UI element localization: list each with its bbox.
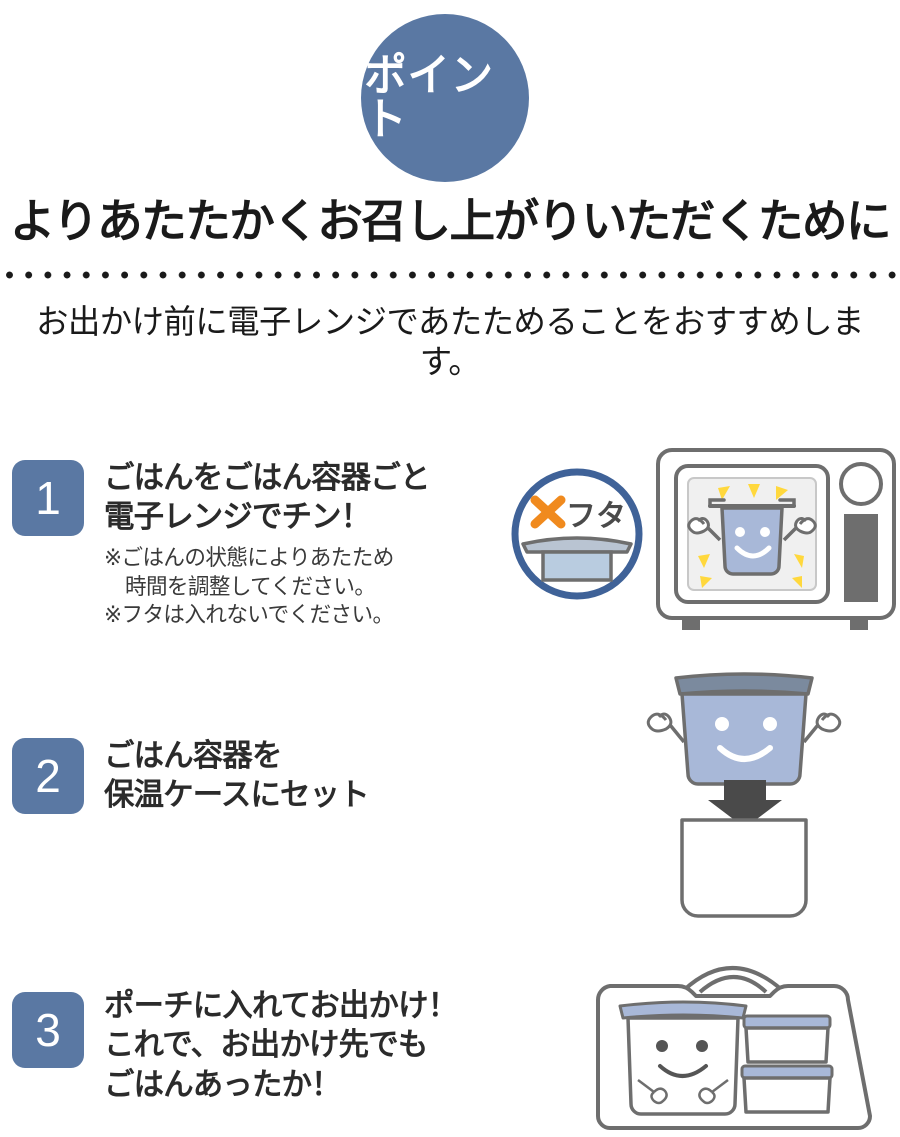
step-2: 2 ごはん容器を 保温ケースにセット [0, 660, 900, 940]
point-badge: ポイント [361, 14, 529, 182]
page-title: よりあたたかくお召し上がりいただくために [9, 195, 892, 247]
dotted-divider [6, 270, 896, 282]
step-3: 3 ポーチに入れてお出かけ！ これで、お出かけ先でも ごはんあったか！ [0, 950, 900, 1136]
step-number-badge-1: 1 [12, 460, 84, 536]
step-number-badge-2: 2 [12, 738, 84, 814]
step-1: 1 ごはんをごはん容器ごと 電子レンジでチン！ ※ごはんの状態によりあたため 時… [0, 446, 900, 656]
page-subtitle: お出かけ前に電子レンジであたためることをおすすめします。 [36, 303, 864, 380]
point-badge-label: ポイント [364, 51, 494, 144]
step-instruction-2: ごはん容器を 保温ケースにセット [104, 738, 370, 813]
container-into-case-illustration [628, 664, 860, 929]
no-lid-warning-badge: フタ [505, 462, 650, 612]
step-instruction-1: ごはんをごはん容器ごと 電子レンジでチン！ [104, 460, 430, 535]
microwave-illustration [652, 444, 900, 654]
svg-text:フタ: フタ [566, 500, 626, 533]
step-notes-1: ※ごはんの状態によりあたため 時間を調整してください。 ※フタは入れないでくださ… [104, 545, 394, 628]
lunch-pouch-illustration [588, 950, 878, 1137]
step-instruction-3: ポーチに入れてお出かけ！ これで、お出かけ先でも ごはんあったか！ [104, 988, 458, 1102]
step-number-badge-3: 3 [12, 992, 84, 1068]
